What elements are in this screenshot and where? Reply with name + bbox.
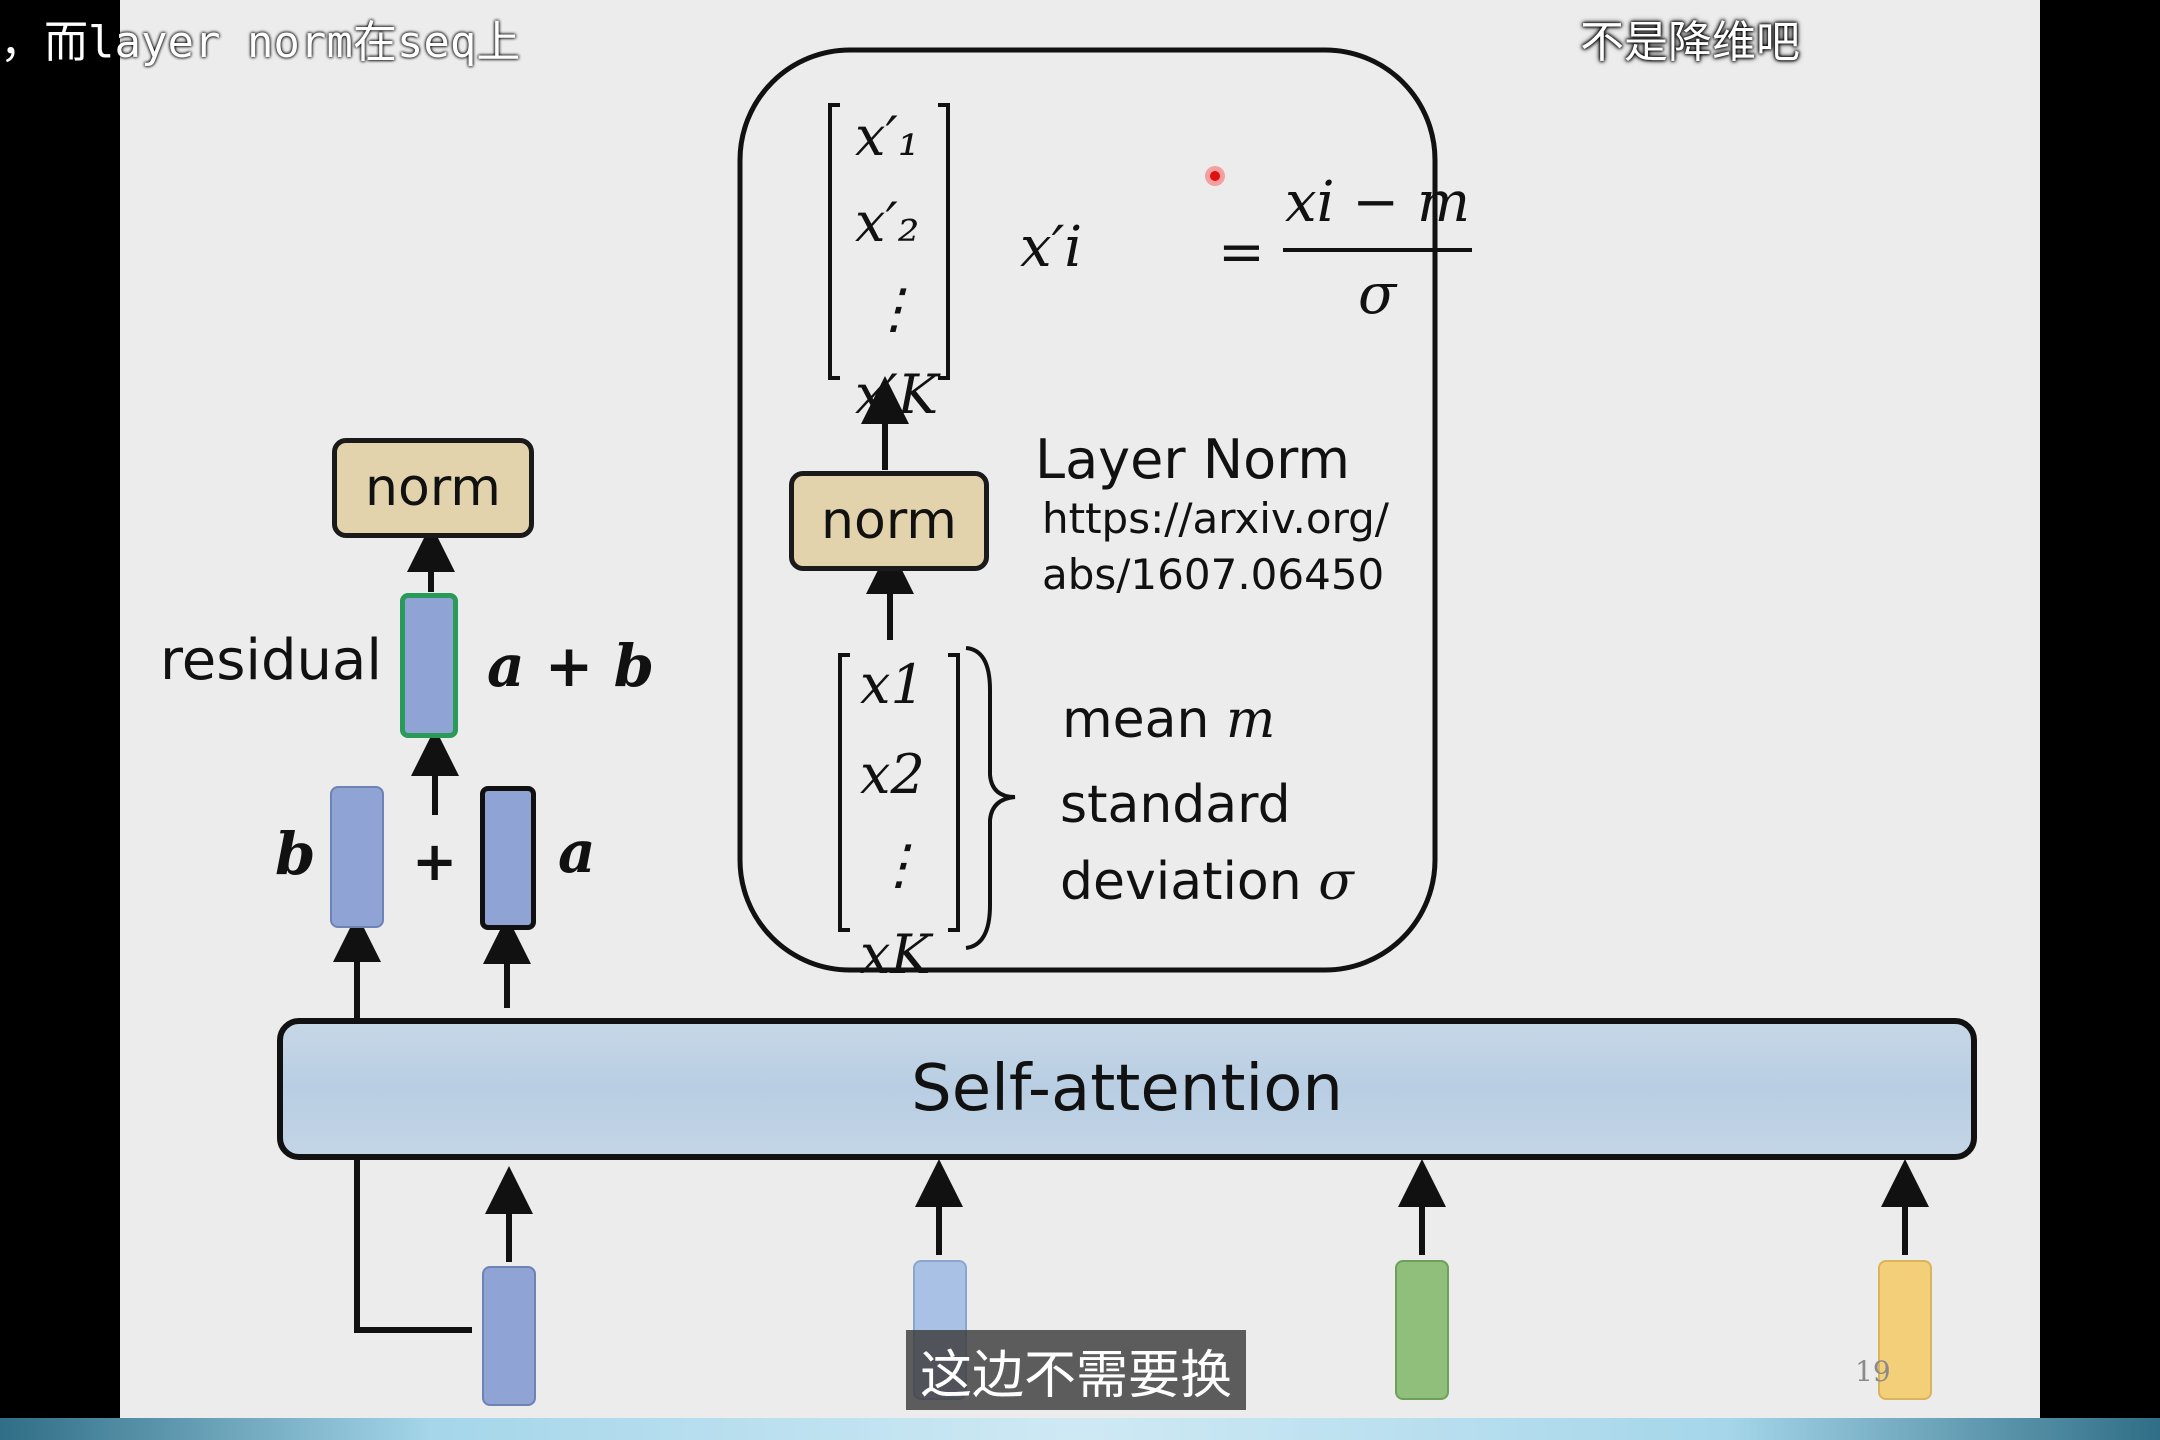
- mean-row: mean m: [1062, 690, 1275, 750]
- mean-label: mean: [1062, 690, 1210, 750]
- panel-norm-box: norm: [789, 471, 989, 571]
- mean-symbol: m: [1226, 690, 1276, 750]
- paper-url-line-2: abs/1607.06450: [1042, 550, 1385, 599]
- input-vector-4: [1878, 1260, 1932, 1400]
- std-label-line-2: deviation: [1060, 852, 1302, 912]
- output-element-k: x′K: [855, 363, 939, 426]
- output-ellipsis: ⋮: [867, 277, 921, 340]
- video-progress-bar[interactable]: [0, 1418, 2160, 1440]
- std-row: deviation σ: [1060, 852, 1354, 912]
- formula-denominator: σ: [1358, 262, 1397, 327]
- connector-arrows: [333, 47, 1929, 1333]
- paper-url-line-1: https://arxiv.org/: [1042, 494, 1389, 543]
- formula-lhs: x′i: [1020, 215, 1083, 280]
- input-element-k: xK: [860, 923, 931, 986]
- panel-norm-label: norm: [821, 491, 957, 551]
- left-norm-label: norm: [365, 458, 501, 518]
- top-left-danmaku: ，而layer norm在seq上: [0, 17, 521, 68]
- std-label-line-1: standard: [1060, 775, 1291, 835]
- slide-page-number: 19: [1855, 1355, 1891, 1388]
- left-norm-box: norm: [332, 438, 534, 538]
- b-label: b: [275, 820, 316, 888]
- std-symbol: σ: [1318, 852, 1354, 912]
- input-element-2: x2: [860, 743, 925, 806]
- output-element-2: x′₂: [855, 191, 920, 254]
- self-attention-block: Self-attention: [277, 1018, 1977, 1160]
- formula-equals: =: [1218, 220, 1265, 285]
- input-vector-elements: x1 x2 ⋮ xK: [860, 640, 931, 1000]
- input-vector-3: [1395, 1260, 1449, 1400]
- plus-sign: +: [412, 830, 458, 893]
- vector-a: [480, 786, 536, 930]
- output-element-1: x′₁: [855, 105, 920, 168]
- input-element-1: x1: [860, 653, 925, 716]
- output-vector-elements: x′₁ x′₂ ⋮ x′K: [855, 94, 938, 438]
- layer-norm-title: Layer Norm: [1035, 428, 1351, 491]
- formula-numerator: xi − m: [1285, 170, 1471, 235]
- a-label: a: [558, 818, 596, 886]
- input-ellipsis: ⋮: [872, 833, 926, 896]
- residual-vector: [400, 593, 458, 738]
- top-right-danmaku: 不是降维吧: [1580, 17, 1800, 68]
- input-vector-1: [482, 1266, 536, 1406]
- slide: norm residual a + b b + a x′₁ x′₂ ⋮ x′K …: [120, 0, 2040, 1440]
- residual-label: residual: [160, 628, 382, 693]
- sum-label: a + b: [487, 632, 655, 700]
- self-attention-label: Self-attention: [911, 1052, 1343, 1126]
- video-subtitle: 这边不需要换: [906, 1330, 1247, 1410]
- vector-b: [330, 786, 384, 928]
